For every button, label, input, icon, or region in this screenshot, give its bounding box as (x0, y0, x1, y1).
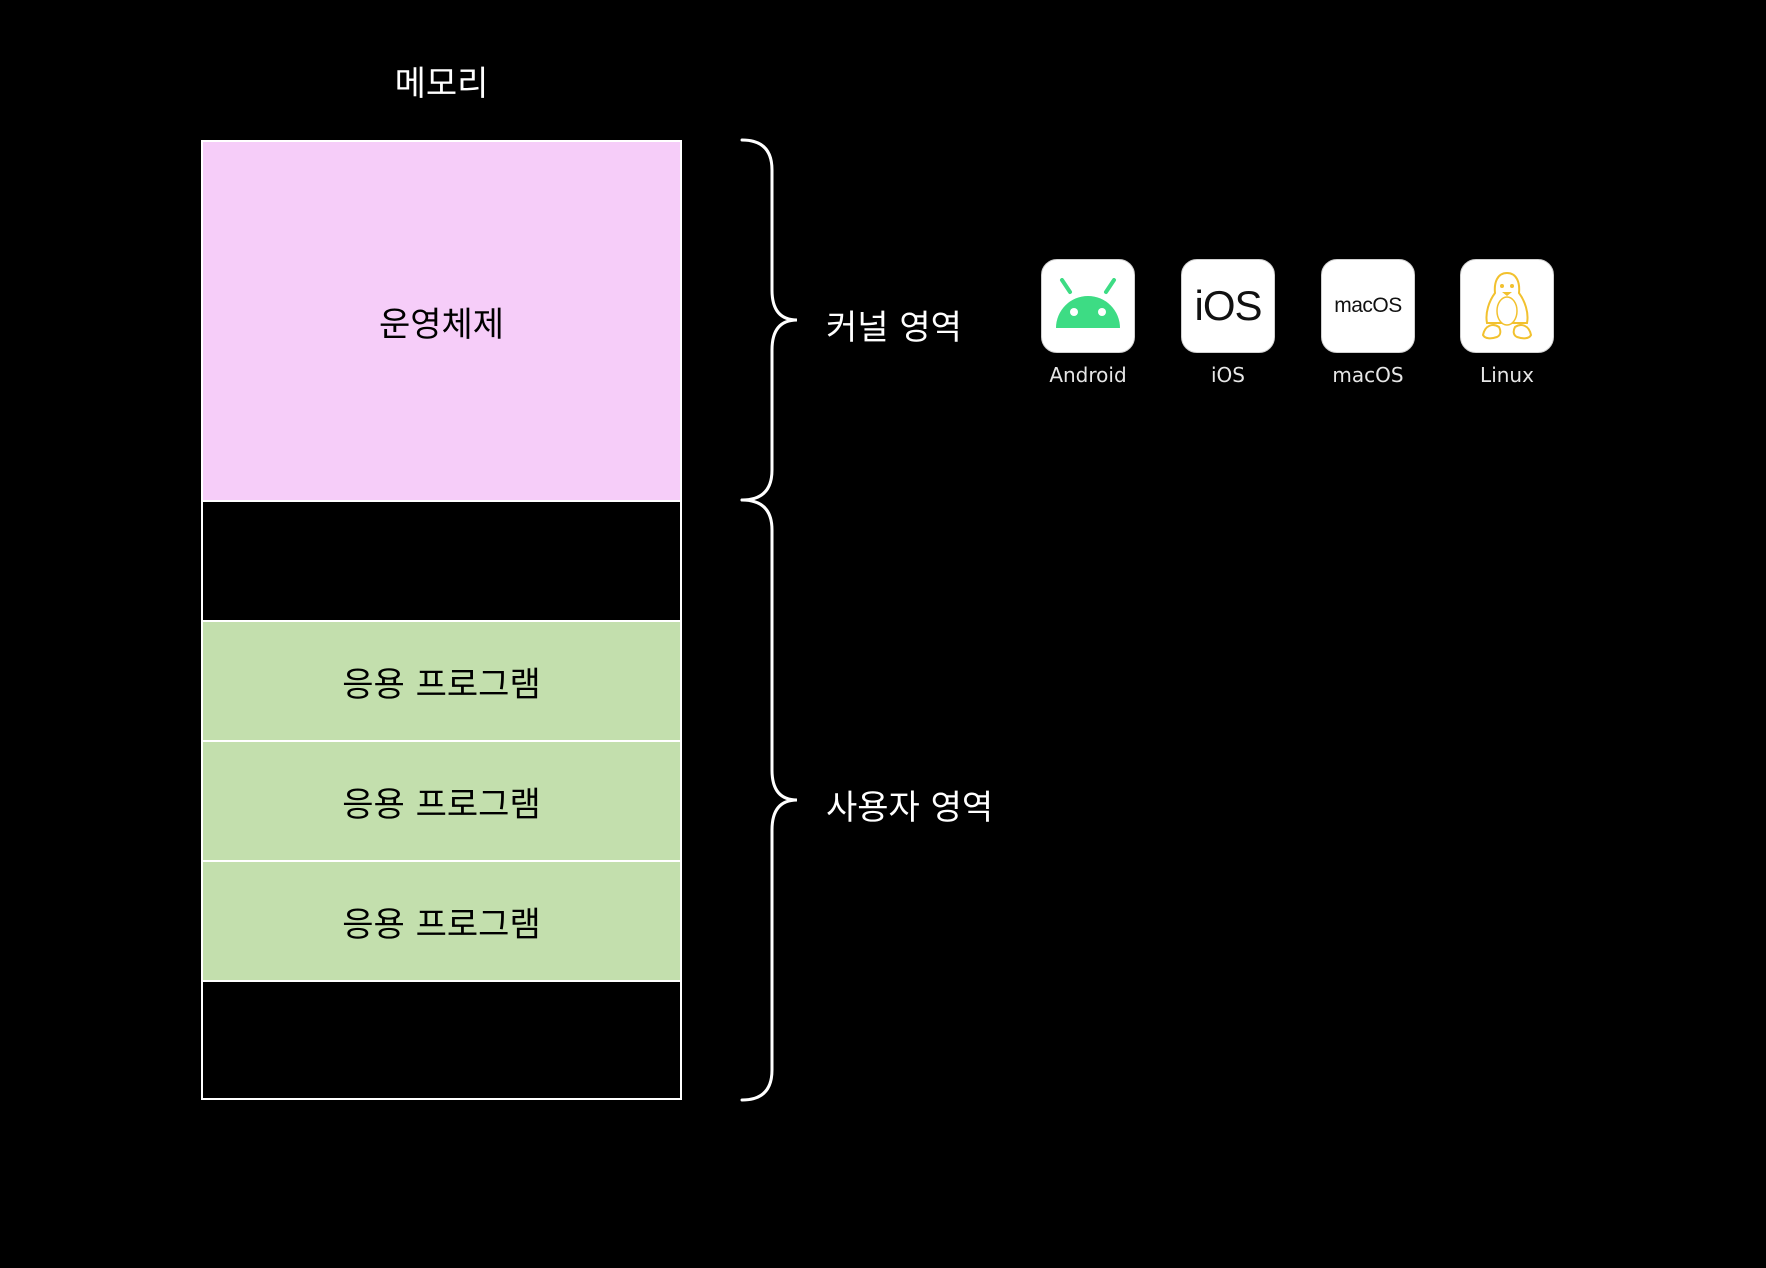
memory-title: 메모리 (394, 64, 489, 104)
user-brace (740, 498, 798, 1102)
user-region-label: 사용자 영역 (826, 788, 994, 828)
os-item-ios: iOS iOS (1181, 259, 1275, 387)
os-label-linux: Linux (1480, 363, 1534, 387)
free-block-upper (201, 500, 682, 622)
macos-icon: macOS (1334, 294, 1402, 317)
macos-tile: macOS (1321, 259, 1415, 353)
android-icon (1056, 278, 1120, 328)
kernel-region-label: 커널 영역 (826, 308, 962, 348)
ios-tile: iOS (1181, 259, 1275, 353)
ios-icon: iOS (1194, 282, 1262, 329)
os-block-label: 운영체제 (378, 304, 505, 345)
app-block-2: 응용 프로그램 (201, 740, 682, 862)
memory-stack: 운영체제 응용 프로그램 응용 프로그램 응용 프로그램 (201, 140, 682, 1100)
os-label-macos: macOS (1332, 363, 1404, 387)
app-block-3: 응용 프로그램 (201, 860, 682, 982)
app-block-1-label: 응용 프로그램 (342, 664, 541, 705)
linux-tux-icon (1481, 271, 1533, 340)
android-tile (1041, 259, 1135, 353)
os-block: 운영체제 (201, 140, 682, 502)
os-item-macos: macOS macOS (1321, 259, 1415, 387)
os-item-android: Android (1041, 259, 1135, 387)
os-item-linux: Linux (1460, 259, 1554, 387)
app-block-3-label: 응용 프로그램 (342, 904, 541, 945)
free-block-lower (201, 980, 682, 1100)
kernel-brace (740, 138, 798, 502)
app-block-1: 응용 프로그램 (201, 620, 682, 742)
app-block-2-label: 응용 프로그램 (342, 784, 541, 825)
os-label-android: Android (1049, 363, 1127, 387)
linux-tile (1460, 259, 1554, 353)
os-label-ios: iOS (1211, 363, 1245, 387)
